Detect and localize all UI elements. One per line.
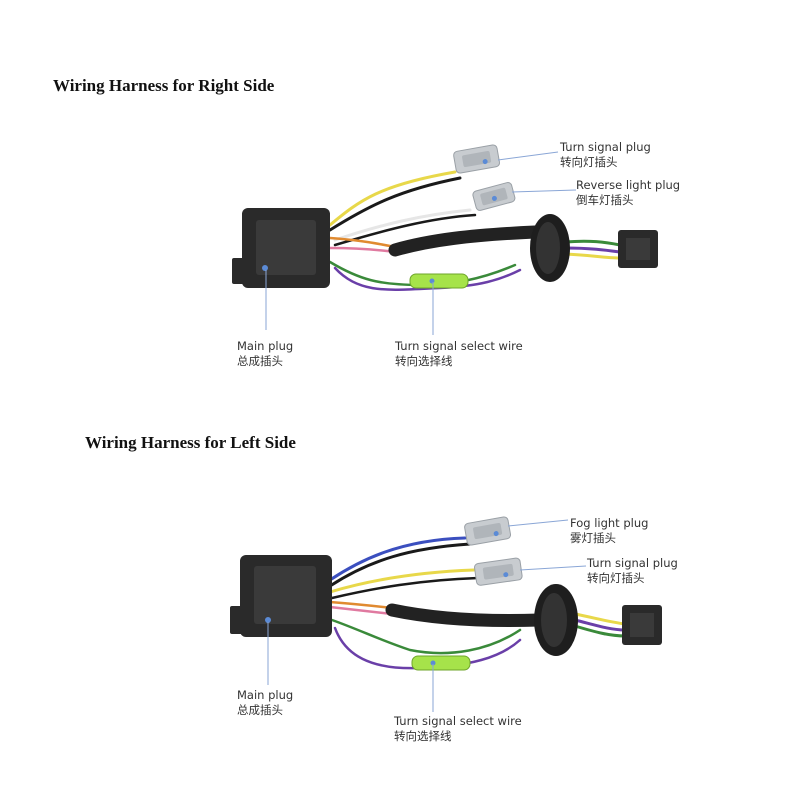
right-turn-signal-plug-label: Turn signal plug 转向灯插头	[560, 140, 651, 169]
wire-green-out	[573, 624, 627, 638]
left-main-plug-label: Main plug 总成插头	[237, 688, 294, 717]
main-plug-connector	[230, 555, 332, 637]
braided-sleeve	[388, 225, 542, 257]
right-small-connector	[622, 605, 662, 645]
round-grommet	[530, 214, 570, 282]
wire-yellow-out	[573, 612, 627, 626]
wire-purple-out	[573, 618, 627, 632]
right-small-connector	[618, 230, 658, 268]
left-side-title: Wiring Harness for Left Side	[85, 433, 296, 452]
wire-purple-out	[563, 246, 622, 254]
right-turn-signal-select-wire-label: Turn signal select wire 转向选择线	[395, 339, 523, 368]
reverse-light-plug-connector	[472, 182, 516, 211]
wire-black	[328, 176, 462, 232]
wire-yellow-out	[563, 252, 622, 260]
turn-signal-plug-connector	[453, 144, 501, 174]
turn-signal-select-sleeve	[409, 273, 469, 289]
round-grommet	[534, 584, 578, 656]
wire-black-2	[330, 576, 480, 600]
right-reverse-light-plug-label: Reverse light plug 倒车灯插头	[576, 178, 681, 207]
wire-green-out	[563, 239, 622, 247]
wire-green	[330, 618, 522, 655]
left-fog-light-plug-label: Fog light plug 雾灯插头	[570, 516, 649, 545]
wire-pink	[328, 246, 397, 254]
wire-white	[333, 208, 472, 242]
wire-yellow	[328, 170, 457, 227]
wire-black	[328, 542, 472, 588]
main-plug-connector	[232, 208, 330, 288]
wire-blue	[328, 536, 467, 582]
right-harness-diagram	[232, 144, 658, 335]
left-turn-signal-select-wire-label: Turn signal select wire 转向选择线	[394, 714, 522, 743]
turn-signal-plug-connector	[474, 557, 523, 586]
fog-light-plug-connector	[464, 516, 512, 546]
right-main-plug-label: Main plug 总成插头	[237, 339, 294, 368]
wire-yellow	[328, 568, 476, 594]
turn-signal-select-sleeve	[411, 655, 471, 671]
right-side-title: Wiring Harness for Right Side	[53, 76, 275, 95]
braided-sleeve	[385, 603, 547, 628]
left-harness-diagram	[230, 516, 662, 712]
left-turn-signal-plug-label: Turn signal plug 转向灯插头	[587, 556, 678, 585]
